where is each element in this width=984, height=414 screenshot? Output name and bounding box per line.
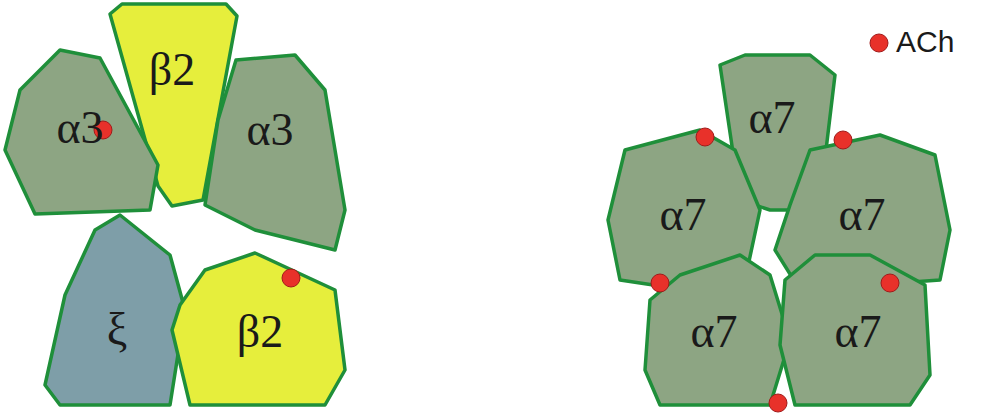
- subunit: α7: [780, 255, 930, 405]
- subunit-label: α7: [748, 95, 795, 141]
- subunit-label: α7: [838, 192, 885, 238]
- subunit-shape: [780, 255, 930, 405]
- ach-dot: [282, 269, 300, 287]
- ach-dot: [94, 121, 112, 139]
- ach-dot: [769, 394, 787, 412]
- ach-dot: [651, 274, 669, 292]
- subunit-label: α7: [690, 309, 737, 355]
- subunit-label: β2: [149, 47, 195, 93]
- ach-dot: [881, 274, 899, 292]
- ach-dot: [834, 131, 852, 149]
- subunit-shape: [172, 253, 345, 405]
- subunit-shape: [5, 50, 158, 214]
- subunit-label: β2: [237, 309, 283, 355]
- subunit: β2: [172, 253, 345, 405]
- subunit-shape: [45, 215, 185, 405]
- subunit: α3: [5, 50, 158, 214]
- subunit-label: α7: [659, 192, 706, 238]
- subunit-label: α3: [56, 105, 103, 151]
- subunit: ξ: [45, 215, 185, 405]
- subunit-label: ξ: [107, 307, 128, 353]
- ligand-label: ACh: [896, 27, 954, 57]
- subunit-shape: [645, 255, 790, 405]
- ach-dot: [870, 34, 888, 52]
- subunit-label: α3: [246, 107, 293, 153]
- subunit-shape: [205, 55, 345, 250]
- subunit-label: α7: [834, 309, 881, 355]
- subunit: α3: [205, 55, 345, 250]
- ach-dot: [696, 128, 714, 146]
